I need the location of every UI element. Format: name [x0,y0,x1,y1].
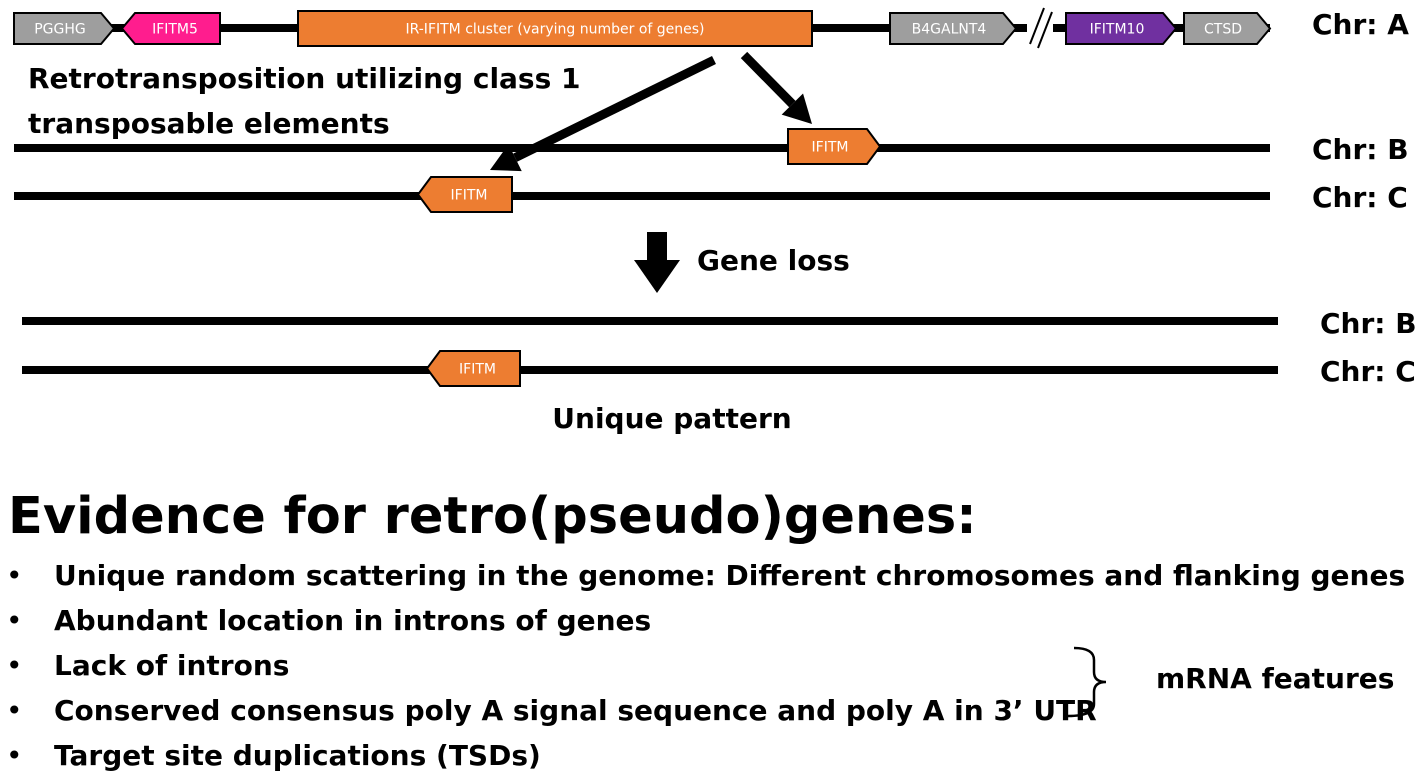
evidence-item-lack-of-introns: • Lack of introns [0,643,1405,688]
retro-note-line-2: transposable elements [28,107,390,140]
chr-b-label-after-loss: Chr: B [1320,307,1417,340]
gene-ifitm-chr-c [416,176,513,213]
gene-ifitm5 [120,12,221,45]
gene-loss-arrow [634,232,680,293]
gene-ir-ifitm-cluster [297,10,813,47]
mrna-features-label: mRNA features [1156,662,1395,695]
break-mark-2 [1037,11,1053,49]
bullet: • [6,559,23,592]
bullet: • [6,694,23,727]
gene-ctsd [1183,12,1272,45]
chr-c-label: Chr: C [1312,181,1408,214]
gene-b4galnt4 [889,12,1018,45]
chr-a-label: Chr: A [1312,8,1409,41]
gene-pgghg-label: PGGHG [34,22,86,38]
evidence-item-text: Abundant location in introns of genes [54,604,652,637]
retro-note-line-1: Retrotransposition utilizing class 1 [28,62,581,95]
evidence-item-text: Conserved consensus poly A signal sequen… [54,694,1097,727]
gene-ifitm5-label: IFITM5 [152,22,198,38]
gene-ifitm10 [1065,12,1178,45]
evidence-item-introns-location: • Abundant location in introns of genes [0,598,1405,643]
evidence-heading: Evidence for retro(pseudo)genes: [8,487,977,546]
gene-ir-ifitm-cluster-label: IR-IFITM cluster (varying number of gene… [405,22,704,38]
evidence-item-scattering: • Unique random scattering in the genome:… [0,553,1405,598]
bullet: • [6,604,23,637]
gene-pgghg [13,12,116,45]
break-mark-1 [1029,7,1045,45]
chr-b-label: Chr: B [1312,133,1409,166]
evidence-item-text: Unique random scattering in the genome: … [54,559,1406,592]
evidence-item-text: Target site duplications (TSDs) [54,739,541,772]
unique-pattern-label: Unique pattern [552,402,791,435]
gene-ifitm-chr-c-label: IFITM [451,188,488,204]
gene-ifitm-chr-c-after-loss-label: IFITM [459,362,496,378]
gene-diagram: PGGHG IFITM5 IR-IFITM cluster (varying num… [13,7,1417,435]
arrow-to-chr-c [490,55,716,172]
arrow-to-chr-b [740,51,812,124]
evidence-item-poly-a: • Conserved consensus poly A signal seque… [0,688,1405,733]
gene-ctsd-label: CTSD [1204,22,1242,38]
gene-ifitm-chr-b-label: IFITM [812,140,849,156]
chr-c-label-after-loss: Chr: C [1320,355,1416,388]
curly-brace-icon [1067,646,1107,718]
gene-ifitm-chr-c-after-loss [425,350,521,387]
evidence-item-tsd: • Target site duplications (TSDs) [0,733,1405,778]
gene-b4galnt4-label: B4GALNT4 [912,22,987,38]
evidence-item-text: Lack of introns [54,649,290,682]
gene-loss-label: Gene loss [697,244,850,277]
bullet: • [6,649,23,682]
gene-ifitm10-label: IFITM10 [1090,22,1145,38]
gene-ifitm-chr-b [787,128,882,165]
bullet: • [6,739,23,772]
evidence-list: • Unique random scattering in the genome:… [0,553,1405,778]
